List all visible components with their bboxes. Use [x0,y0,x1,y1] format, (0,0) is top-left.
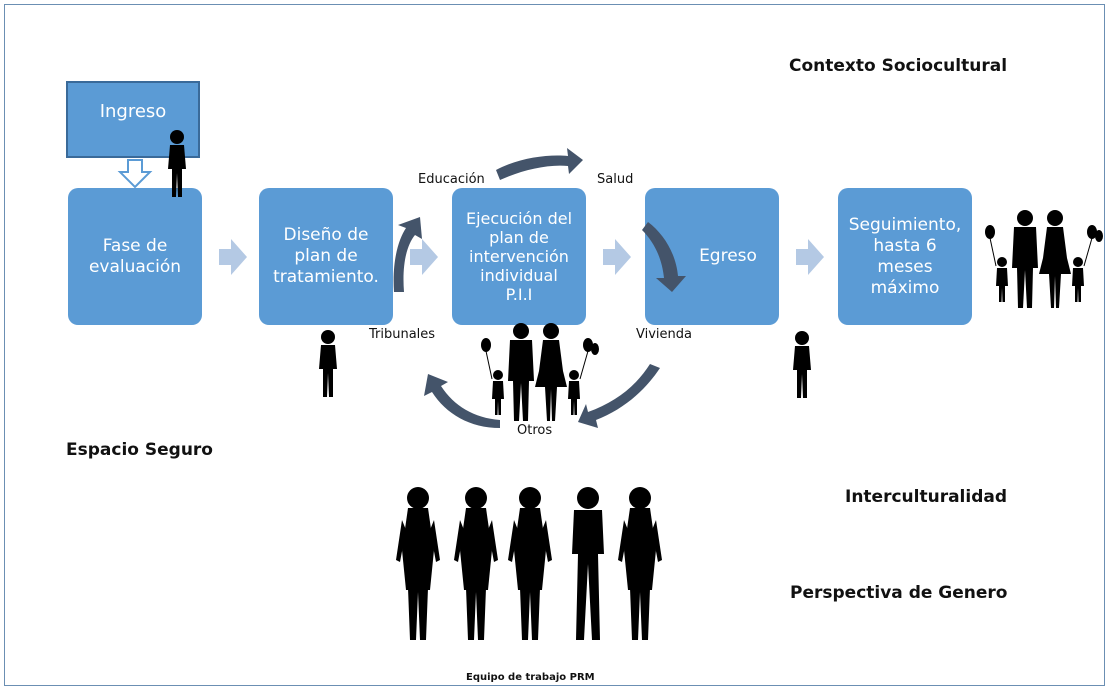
flow-arrows [117,159,824,275]
team-caption: Equipo de trabajo PRM [466,672,595,683]
label-salud: Salud [597,172,634,187]
label-educacion: Educación [418,172,485,187]
node-fase-evaluacion: Fase de evaluación [68,188,202,325]
team-silhouettes [396,487,662,640]
heading-espacio-seguro: Espacio Seguro [66,440,213,460]
label-vivienda: Vivienda [636,327,692,342]
person-silhouettes [168,130,1103,421]
diagram-frame [4,4,1105,686]
heading-contexto-sociocultural: Contexto Sociocultural [789,56,1008,76]
heading-perspectiva-genero: Perspectiva de Genero [790,583,1008,603]
node-seguimiento: Seguimiento, hasta 6 meses máximo [838,188,972,325]
label-otros: Otros [517,423,553,438]
node-ingreso: Ingreso [66,81,200,158]
label-tribunales: Tribunales [369,327,436,342]
node-ejecucion-plan: Ejecución del plan de intervención indiv… [452,188,586,325]
heading-interculturalidad: Interculturalidad [845,487,1008,507]
node-diseno-plan: Diseño de plan de tratamiento. [259,188,393,325]
cycle-arrows [393,148,686,428]
